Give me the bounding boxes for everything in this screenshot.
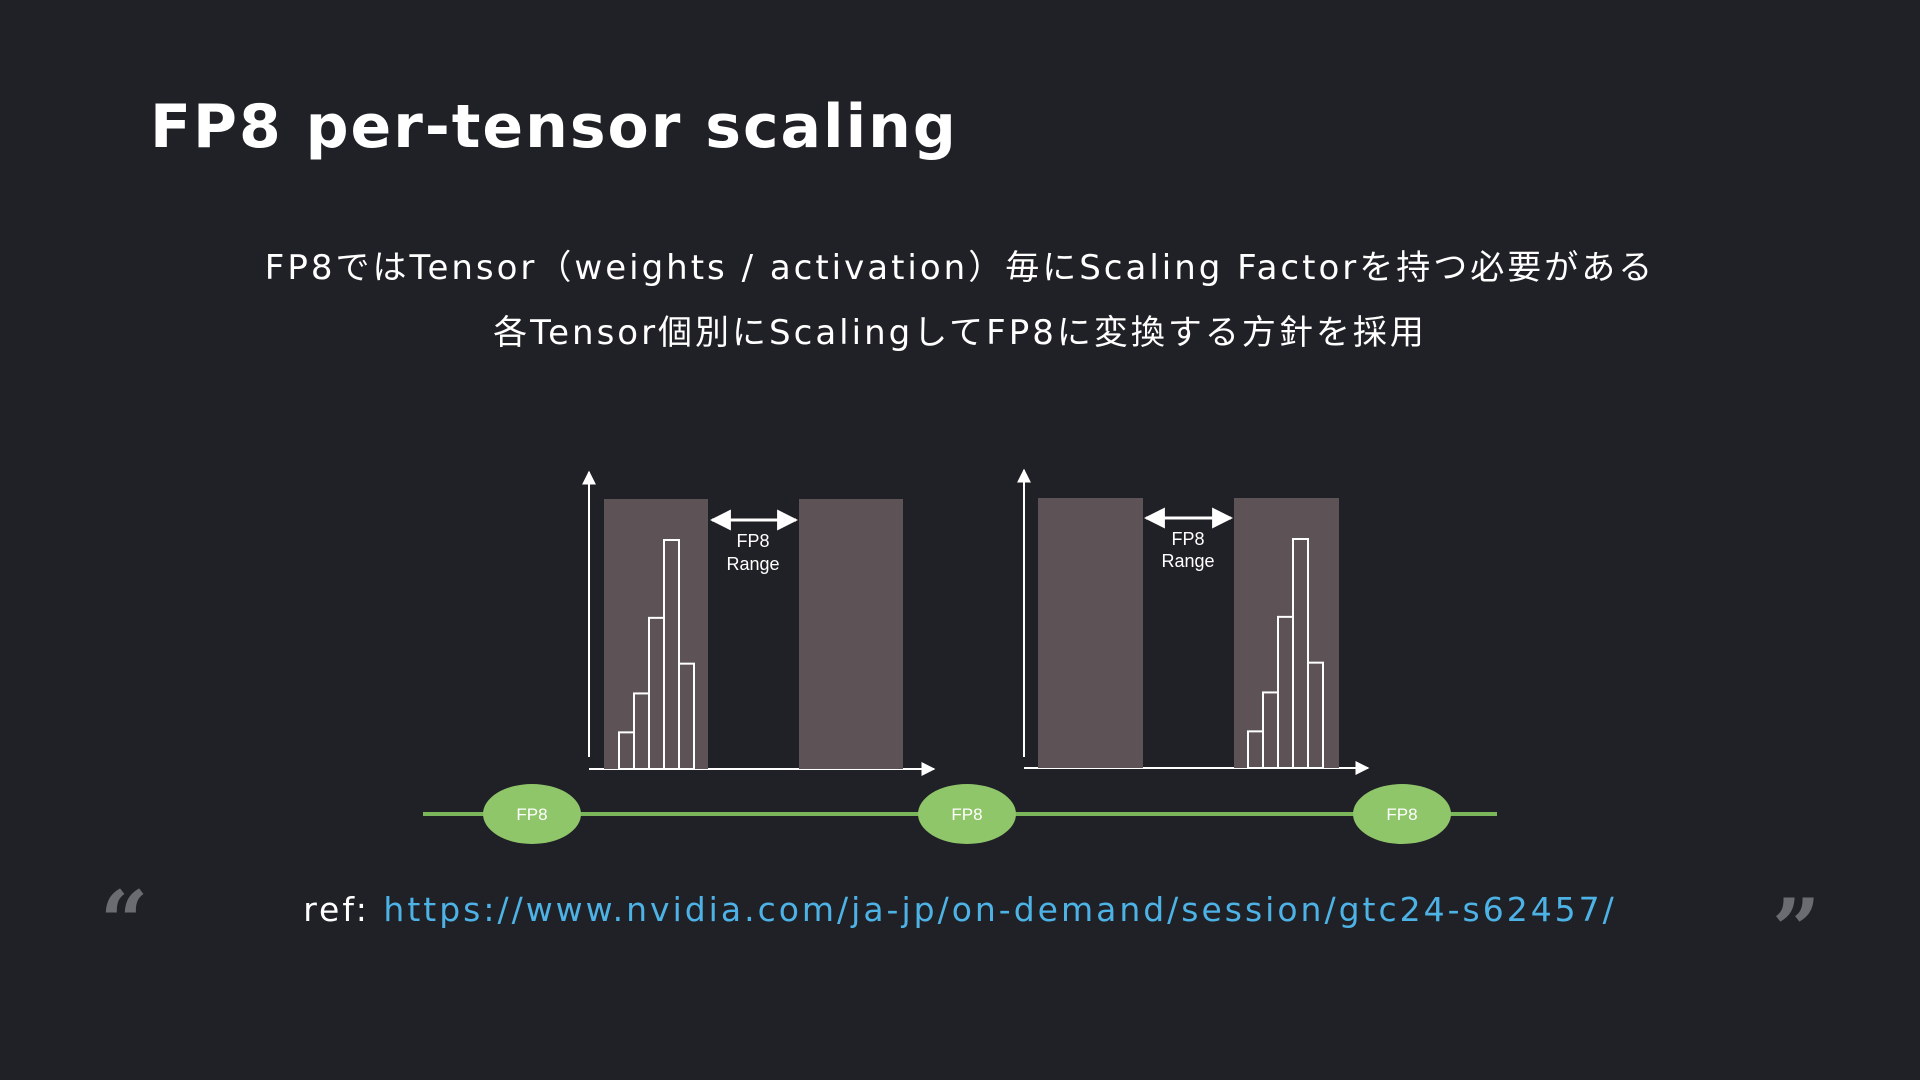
- fp8-scaling-diagram: FP8 Range FP8 Range FP8 FP8 FP8: [423, 468, 1497, 844]
- body-text-line-2: 各Tensor個別にScalingしてFP8に変換する方針を採用: [493, 313, 1427, 353]
- right-range-block-low: [1038, 498, 1143, 768]
- fp8-node-3: FP8: [1353, 784, 1451, 844]
- fp8-node-3-shape: [1353, 784, 1451, 844]
- reference-link[interactable]: https://www.nvidia.com/ja-jp/on-demand/s…: [383, 890, 1617, 929]
- right-histogram-bar-4: [1292, 538, 1309, 769]
- body-text-line-1: FP8ではTensor（weights / activation）毎にScali…: [264, 248, 1656, 288]
- right-histogram: [1247, 538, 1324, 769]
- left-panel: FP8 Range: [582, 470, 936, 776]
- open-quote-icon: “: [100, 872, 149, 971]
- right-range-block-high: [1234, 498, 1339, 768]
- left-range-label-line-2: Range: [726, 554, 779, 574]
- reference: ref: https://www.nvidia.com/ja-jp/on-dem…: [0, 890, 1920, 929]
- close-quote-icon: ”: [1772, 880, 1821, 979]
- slide-title: FP8 per-tensor scaling: [150, 92, 958, 162]
- fp8-node-2: FP8: [918, 784, 1016, 844]
- right-panel: FP8 Range: [1017, 468, 1370, 775]
- fp8-node-3-label: FP8: [1386, 805, 1417, 824]
- fp8-node-1-shape: [483, 784, 581, 844]
- left-histogram: [618, 539, 695, 770]
- left-range-block-high: [799, 499, 903, 769]
- fp8-node-1-label: FP8: [516, 805, 547, 824]
- right-range-label-line-2: Range: [1161, 551, 1214, 571]
- left-range-label-line-1: FP8: [736, 531, 769, 551]
- fp8-node-1: FP8: [483, 784, 581, 844]
- left-histogram-bar-4: [663, 539, 680, 770]
- left-range-block-low: [604, 499, 708, 769]
- reference-label: ref:: [303, 890, 384, 929]
- left-histogram-bar-5: [678, 662, 695, 770]
- right-range-label-line-1: FP8: [1171, 529, 1204, 549]
- right-histogram-bar-5: [1307, 661, 1324, 769]
- fp8-node-2-shape: [918, 784, 1016, 844]
- fp8-node-2-label: FP8: [951, 805, 982, 824]
